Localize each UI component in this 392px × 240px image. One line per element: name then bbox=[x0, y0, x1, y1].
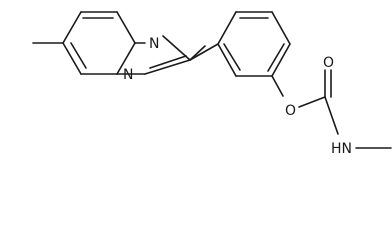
atom-n-imidazole: N bbox=[149, 36, 159, 52]
structure-canvas: N N O O HN bbox=[32, 11, 392, 156]
bond bbox=[62, 42, 82, 75]
molecule-diagram: N N O O HN bbox=[32, 11, 392, 156]
bond bbox=[223, 43, 241, 71]
atom-nh: HN bbox=[331, 141, 352, 156]
bond bbox=[189, 43, 219, 61]
bond bbox=[267, 43, 285, 72]
bond bbox=[149, 55, 187, 69]
bond bbox=[324, 96, 339, 135]
bond bbox=[271, 75, 284, 97]
bond bbox=[116, 42, 136, 75]
atom-label-layer: N N O O HN bbox=[123, 36, 352, 156]
bond bbox=[217, 43, 237, 77]
bond bbox=[162, 35, 191, 61]
bond-layer bbox=[32, 11, 392, 149]
atom-o-carbonyl: O bbox=[323, 55, 334, 71]
bond bbox=[271, 43, 291, 77]
atom-n-bridgehead: N bbox=[123, 67, 133, 83]
bond bbox=[62, 11, 82, 44]
bond bbox=[70, 42, 87, 69]
bond bbox=[298, 96, 326, 108]
bond bbox=[217, 11, 237, 45]
bond bbox=[271, 11, 291, 45]
atom-o-ester: O bbox=[285, 103, 296, 119]
bond bbox=[144, 59, 191, 75]
bond bbox=[116, 11, 136, 44]
